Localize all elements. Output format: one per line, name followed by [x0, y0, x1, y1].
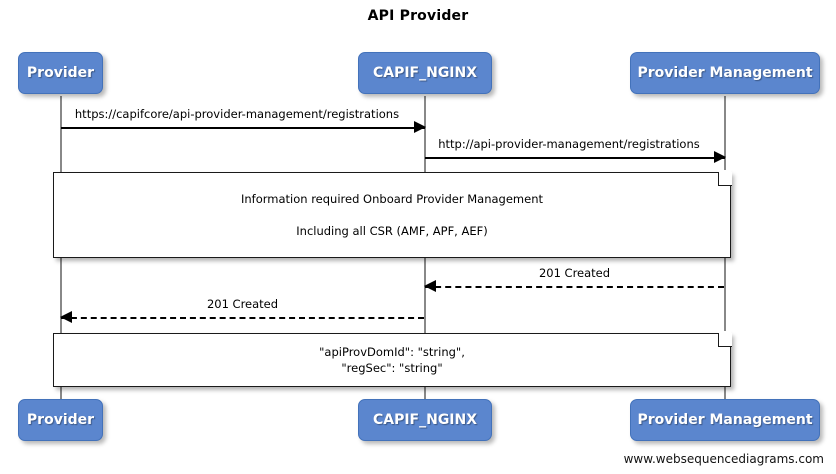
note-information-required: Information required Onboard Provider Ma… — [53, 170, 732, 258]
note-line: Information required Onboard Provider Ma… — [240, 192, 544, 207]
message-label-4: 201 Created — [206, 297, 279, 311]
note-line: Including all CSR (AMF, APF, AEF) — [296, 223, 488, 238]
message-label-3: 201 Created — [538, 266, 611, 280]
participant-provider-management-top[interactable]: Provider Management — [630, 52, 820, 94]
message-label-2: http://api-provider-management/registrat… — [438, 137, 700, 151]
note-line: "regSec": "string" — [341, 361, 443, 375]
arrowhead-right-2 — [714, 151, 726, 163]
note-response-payload: "apiProvDomId": "string", "regSec": "str… — [53, 331, 732, 387]
note-fold-corner-icon — [717, 331, 732, 347]
note-line: "apiProvDomId": "string", — [319, 344, 465, 359]
footer-watermark: www.websequencediagrams.com — [623, 452, 824, 466]
message-line-1 — [61, 127, 425, 129]
message-line-2 — [425, 157, 725, 159]
participant-provider-bottom[interactable]: Provider — [18, 399, 103, 441]
arrowhead-right-1 — [414, 121, 426, 133]
page-title: API Provider — [367, 8, 469, 24]
message-line-4 — [61, 317, 424, 319]
note-fold-corner-icon — [717, 170, 732, 186]
participant-capif-nginx-top[interactable]: CAPIF_NGINX — [358, 52, 492, 94]
participant-provider-management-bottom[interactable]: Provider Management — [630, 399, 820, 441]
arrowhead-left-4 — [60, 311, 72, 323]
participant-capif-nginx-bottom[interactable]: CAPIF_NGINX — [358, 399, 492, 441]
participant-provider-top[interactable]: Provider — [18, 52, 103, 94]
message-label-1: https://capifcore/api-provider-managemen… — [74, 107, 400, 121]
arrowhead-left-3 — [424, 280, 436, 292]
message-line-3 — [425, 286, 724, 288]
